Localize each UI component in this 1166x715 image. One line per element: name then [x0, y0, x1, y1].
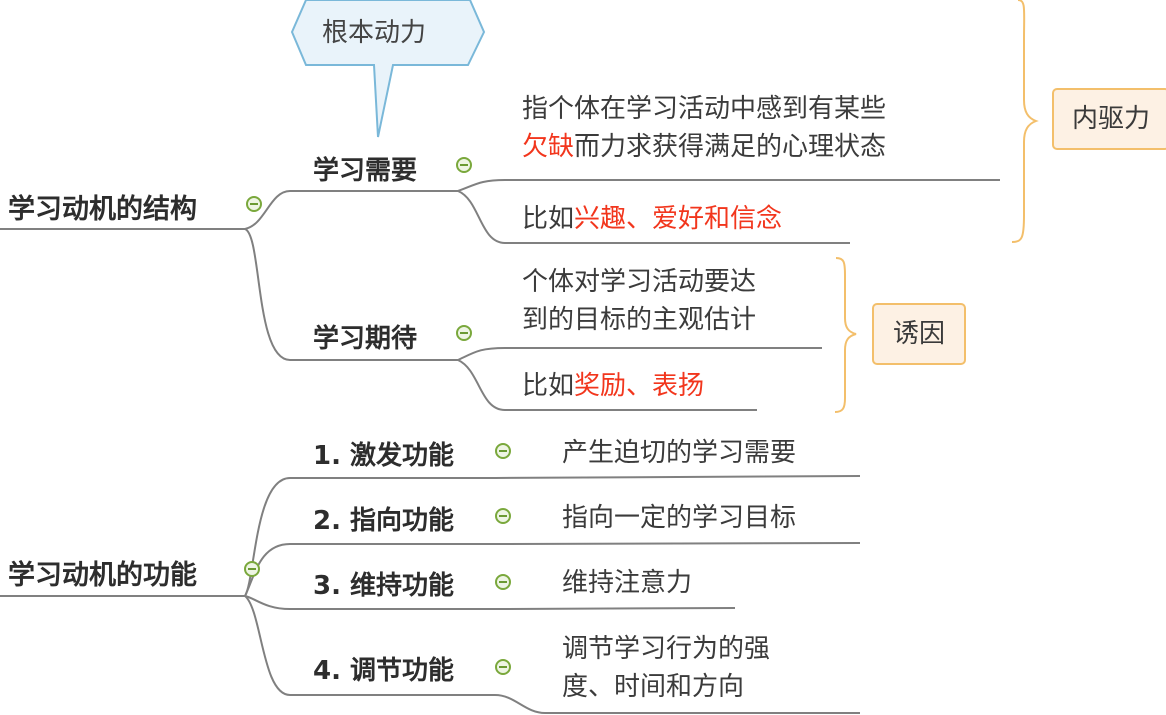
collapse-toggle-icon[interactable] — [456, 157, 472, 173]
leaf-expectation-definition: 个体对学习活动要达 到的目标的主观估计 — [522, 267, 757, 335]
callout-label: 根本动力 — [322, 18, 427, 48]
summary-tag-incentive[interactable]: 诱因 — [872, 303, 966, 365]
root-node-structure[interactable]: 学习动机的结构 — [8, 194, 197, 225]
leaf-need-definition: 指个体在学习活动中感到有某些 欠缺而力求获得满足的心理状态 — [522, 94, 887, 162]
leaf-function-4: 调节学习行为的强 度、时间和方向 — [562, 634, 771, 702]
collapse-toggle-icon[interactable] — [495, 574, 511, 590]
leaf-function-2: 指向一定的学习目标 — [562, 503, 797, 533]
collapse-toggle-icon[interactable] — [495, 508, 511, 524]
summary-tag-drive[interactable]: 内驱力 — [1052, 88, 1166, 150]
collapse-toggle-icon[interactable] — [495, 659, 511, 675]
leaf-expectation-example: 比如奖励、表扬 — [522, 371, 705, 401]
collapse-toggle-icon[interactable] — [495, 443, 511, 459]
collapse-toggle-icon[interactable] — [456, 325, 472, 341]
leaf-function-1: 产生迫切的学习需要 — [562, 438, 797, 468]
node-function-1[interactable]: 1. 激发功能 — [313, 441, 455, 471]
node-function-3[interactable]: 3. 维持功能 — [313, 571, 455, 601]
node-learning-need[interactable]: 学习需要 — [313, 156, 418, 186]
root-node-function[interactable]: 学习动机的功能 — [8, 560, 197, 591]
node-learning-expectation[interactable]: 学习期待 — [313, 324, 418, 354]
node-function-2[interactable]: 2. 指向功能 — [313, 506, 455, 536]
callout-shape — [290, 0, 486, 138]
leaf-function-3: 维持注意力 — [562, 568, 693, 598]
leaf-need-example: 比如兴趣、爱好和信念 — [522, 204, 783, 234]
node-function-4[interactable]: 4. 调节功能 — [313, 656, 455, 686]
collapse-toggle-icon[interactable] — [244, 561, 260, 577]
collapse-toggle-icon[interactable] — [246, 196, 262, 212]
